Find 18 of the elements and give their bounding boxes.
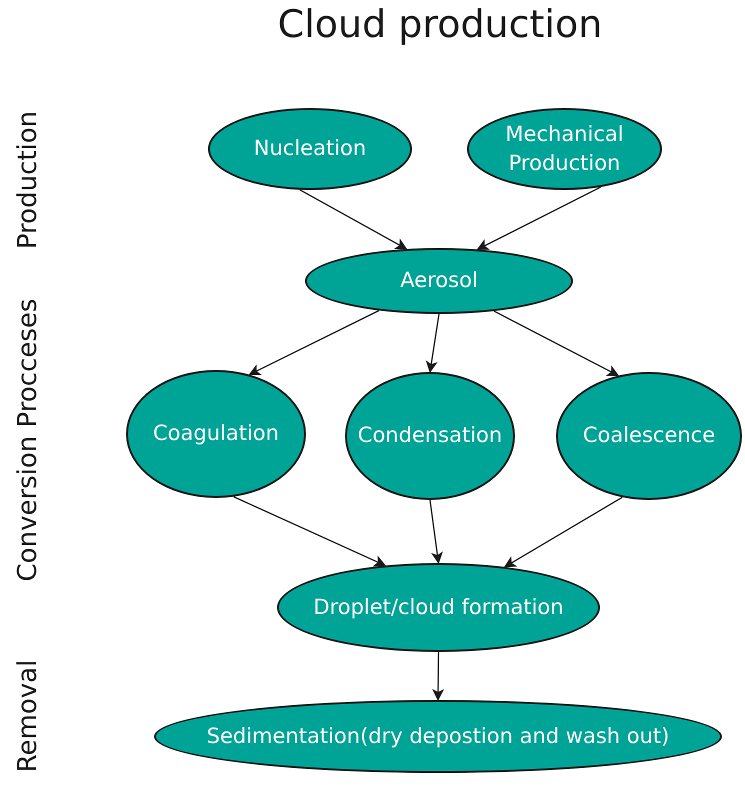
node-label: Aerosol [399,267,479,294]
node-label: Coagulation [152,420,280,448]
arrow [429,500,443,564]
arrow [233,496,386,566]
node-label: Sedimentation(dry depostion and wash out) [206,722,670,750]
stage-label: Removal [13,660,43,772]
node-label: Coalescence [582,422,716,450]
diagram-title: Cloud production [276,2,604,46]
arrow [248,310,380,376]
node-label: Mechanical Production [504,120,625,177]
arrow [426,314,440,373]
stage-label: Production [13,110,43,250]
node-label: Nucleation [252,135,368,162]
node-label: Droplet/cloud formation [312,594,565,621]
node-label: Condensation [356,422,504,450]
arrow [300,189,408,250]
arrow [432,652,444,701]
stage-label: Conversion Procceses [13,298,43,582]
